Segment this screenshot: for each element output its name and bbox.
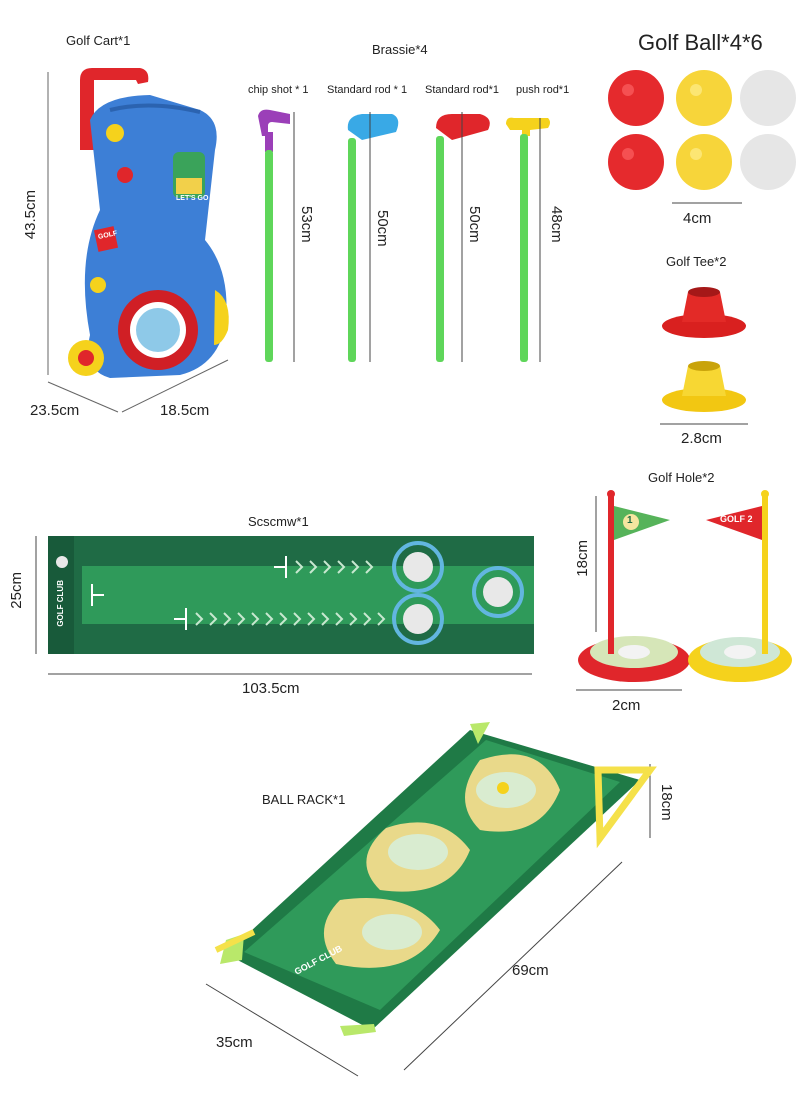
golf-tee-yellow: [662, 361, 746, 412]
rack-height: 18cm: [658, 784, 675, 821]
tees-title: Golf Tee*2: [666, 254, 727, 269]
rack-width: 35cm: [216, 1034, 253, 1051]
rack-length: 69cm: [512, 962, 549, 979]
mat-title: Scscmw*1: [248, 514, 309, 529]
golf-cart: [68, 68, 229, 378]
cart-depth-label: 23.5cm: [30, 402, 80, 419]
golf-balls: [608, 70, 796, 190]
club-2-length: 50cm: [374, 210, 391, 247]
golf-hole-red: [578, 490, 690, 682]
clubs-title: Brassie*4: [372, 42, 428, 57]
balls-title: Golf Ball*4*6: [638, 30, 763, 55]
balls-size: 4cm: [683, 210, 712, 227]
club-3-length: 50cm: [466, 206, 483, 243]
club-1-name: chip shot * 1: [248, 84, 309, 96]
rack-title: BALL RACK*1: [262, 792, 346, 807]
holes-base: 2cm: [612, 697, 641, 714]
golf-tee-red: [662, 287, 746, 338]
club-4-name: push rod*1: [516, 84, 570, 96]
golf-hole-yellow: [688, 490, 792, 682]
flag-1-number: 1: [627, 515, 633, 526]
club-push-rod: [506, 117, 550, 362]
tees-size: 2.8cm: [681, 430, 722, 447]
club-3-name: Standard rod*1: [425, 84, 499, 96]
ball-rack: [214, 722, 657, 1036]
cart-title: Golf Cart*1: [66, 33, 131, 48]
club-1-length: 53cm: [298, 206, 315, 243]
flag-2-text: GOLF 2: [720, 514, 753, 524]
cart-badge: LET'S GO: [176, 195, 209, 202]
club-chip-shot: [258, 109, 295, 362]
holes-title: Golf Hole*2: [648, 470, 715, 485]
cart-width-label: 18.5cm: [160, 402, 210, 419]
club-standard-blue: [347, 112, 399, 362]
club-2-name: Standard rod * 1: [327, 84, 408, 96]
putting-mat: [48, 536, 534, 654]
club-standard-red: [436, 112, 490, 362]
mat-length: 103.5cm: [242, 680, 300, 697]
club-4-length: 48cm: [548, 206, 565, 243]
